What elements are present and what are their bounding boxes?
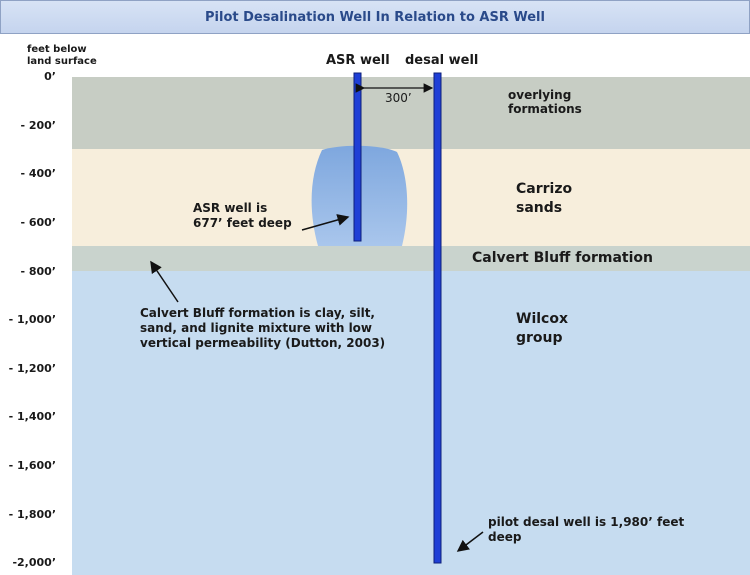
y-tick: - 800’ (20, 265, 56, 278)
wilcox-group-label: Wilcox group (516, 310, 568, 348)
y-tick: - 200’ (20, 119, 56, 132)
desal-depth-line1: pilot desal well is 1,980’ feet (488, 515, 685, 529)
well-spacing-label: 300’ (385, 91, 412, 105)
desal-well-casing (433, 72, 442, 564)
desal-depth-line2: deep (488, 530, 522, 544)
carrizo-sands-label: Carrizo sands (516, 180, 572, 218)
carrizo-line1: Carrizo (516, 181, 573, 197)
layer-calvert-bluff (72, 246, 750, 271)
y-tick: - 600’ (20, 216, 56, 229)
carrizo-line2: sands (516, 200, 563, 216)
y-tick: - 400’ (20, 167, 56, 180)
y-tick: - 1,800’ (8, 508, 56, 521)
y-tick: - 1,600’ (8, 459, 56, 472)
asr-well-label: ASR well (326, 53, 390, 68)
asr-well-casing (353, 72, 362, 242)
wilcox-line1: Wilcox (516, 311, 568, 327)
desal-well-label: desal well (405, 53, 479, 68)
asr-depth-arrow (301, 214, 350, 231)
y-axis-title: feet below land surface (27, 44, 97, 68)
y-axis-title-line2: land surface (27, 56, 97, 67)
calvert-note-arrow (150, 260, 179, 303)
title-bar: Pilot Desalination Well In Relation to A… (0, 0, 750, 34)
y-tick: - 1,000’ (8, 313, 56, 326)
y-tick: - 1,200’ (8, 362, 56, 375)
asr-depth-annotation: ASR well is 677’ feet deep (193, 201, 292, 231)
calvert-bluff-label: Calvert Bluff formation (472, 250, 653, 266)
wilcox-line2: group (516, 330, 563, 346)
calvert-note-annotation: Calvert Bluff formation is clay, silt, s… (140, 306, 385, 351)
calvert-note-line1: Calvert Bluff formation is clay, silt, (140, 306, 375, 320)
layer-wilcox-group (72, 271, 750, 575)
y-tick: 0’ (44, 70, 56, 83)
desal-depth-annotation: pilot desal well is 1,980’ feet deep (488, 515, 684, 545)
asr-depth-line1: ASR well is (193, 201, 268, 215)
layer-carrizo-sands (72, 149, 750, 246)
diagram-title: Pilot Desalination Well In Relation to A… (205, 9, 545, 25)
y-axis-title-line1: feet below (27, 44, 87, 55)
overlying-line2: formations (508, 102, 582, 116)
y-tick: - 1,400’ (8, 410, 56, 423)
calvert-note-line2: sand, and lignite mixture with low (140, 321, 373, 335)
overlying-formations-label: overlying formations (508, 88, 582, 116)
y-tick: -2,000’ (12, 556, 56, 569)
desal-depth-arrow (456, 531, 484, 552)
overlying-line1: overlying (508, 88, 572, 102)
calvert-note-line3: vertical permeability (Dutton, 2003) (140, 336, 386, 350)
asr-depth-line2: 677’ feet deep (193, 216, 292, 230)
